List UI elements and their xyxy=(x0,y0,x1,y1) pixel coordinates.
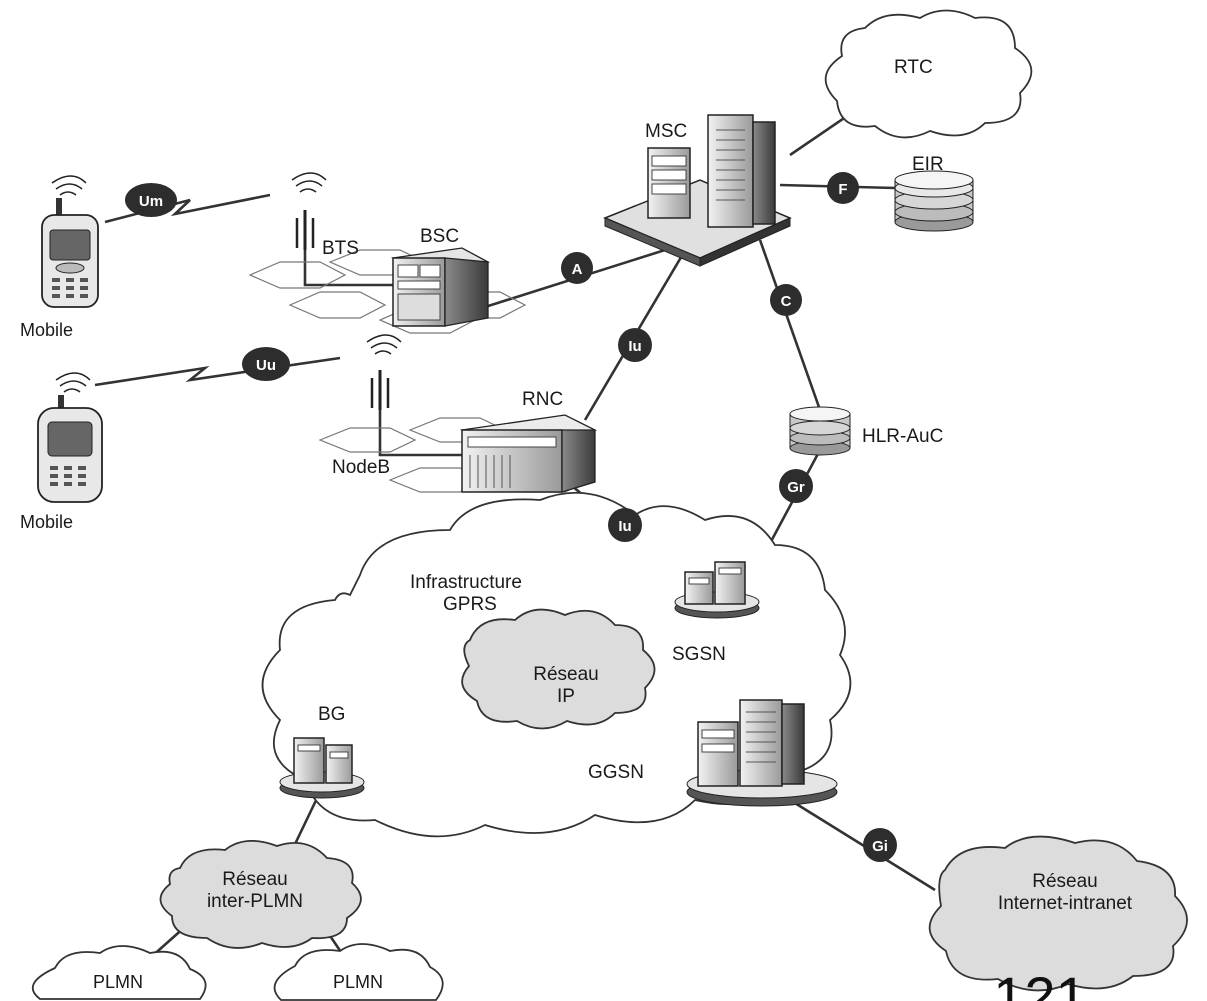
internet-intranet-cloud xyxy=(928,835,1188,992)
rnc-server xyxy=(459,414,598,493)
nodeb-antenna-icon xyxy=(366,334,402,410)
gprs-label-line2: GPRS xyxy=(443,594,497,615)
inter-plmn-label-line1: Réseau xyxy=(222,869,288,890)
eir-database-icon xyxy=(894,170,974,232)
sgsn-label: SGSN xyxy=(672,644,726,665)
internet-intranet-label-line2: Internet-intranet xyxy=(998,893,1133,914)
interface-gi-badge xyxy=(863,828,897,862)
plmn-left-label: PLMN xyxy=(93,972,143,992)
interface-f-label: F xyxy=(838,181,847,198)
inter-plmn-cloud xyxy=(159,840,362,949)
reseau-ip-cloud xyxy=(461,608,656,730)
plmn-right-cloud xyxy=(273,943,444,1001)
link-ggsn-internet xyxy=(789,798,936,892)
rtc-label: RTC xyxy=(894,57,933,78)
link-msc-hlr xyxy=(758,239,822,411)
bsc-label: BSC xyxy=(420,226,459,247)
bg-label: BG xyxy=(318,704,345,725)
nodeb-label: NodeB xyxy=(332,457,390,478)
interface-uu-badge xyxy=(242,347,290,381)
plmn-right-label: PLMN xyxy=(333,972,383,992)
interface-uu-label: Uu xyxy=(256,357,276,374)
gprs-label-line1: Infrastructure xyxy=(410,572,522,593)
interface-a-badge xyxy=(561,252,593,284)
interface-iu-top-badge xyxy=(618,328,652,362)
bts-label: BTS xyxy=(322,238,359,259)
ggsn-label: GGSN xyxy=(588,762,644,783)
interface-gr-label: Gr xyxy=(787,479,805,496)
radio-uu xyxy=(94,356,341,387)
interface-badges: Um Uu A F C Iu Gr Iu Gi xyxy=(125,172,897,862)
msc-switch xyxy=(603,114,792,267)
interface-c-label: C xyxy=(781,293,792,310)
hlr-auc-database-icon xyxy=(789,406,851,456)
interface-um-label: Um xyxy=(139,193,163,210)
mobile-bottom-label: Mobile xyxy=(20,512,73,532)
reseau-ip-label-line2: IP xyxy=(557,686,575,707)
rtc-cloud xyxy=(824,9,1033,139)
mobile-top-label: Mobile xyxy=(20,320,73,340)
bsc-server xyxy=(390,247,491,327)
mobile-phone-top-icon xyxy=(41,175,99,308)
inter-plmn-label-line2: inter-PLMN xyxy=(207,891,303,912)
plmn-left-cloud xyxy=(31,945,207,1000)
sgsn-router xyxy=(674,561,760,619)
interface-gr-badge xyxy=(779,469,813,503)
interface-c-badge xyxy=(770,284,802,316)
interface-iu-top-label: Iu xyxy=(628,338,641,355)
node-labels: RTC MSC EIR BTS BSC Mobile Mobile RNC No… xyxy=(20,57,1133,992)
msc-label: MSC xyxy=(645,121,687,142)
ggsn-router xyxy=(686,699,838,807)
interface-iu-bottom-label: Iu xyxy=(618,518,631,535)
link-nodeb-rnc xyxy=(378,410,462,457)
mobile-phone-bottom-icon xyxy=(37,372,103,503)
bg-router xyxy=(279,737,365,799)
hlr-auc-label: HLR-AuC xyxy=(862,426,943,447)
eir-label: EIR xyxy=(912,154,944,175)
interface-a-label: A xyxy=(572,261,583,278)
bts-antenna-icon xyxy=(291,172,327,250)
interface-um-badge xyxy=(125,183,177,217)
interface-f-badge xyxy=(827,172,859,204)
internet-intranet-label-line1: Réseau xyxy=(1032,871,1098,892)
interface-gi-label: Gi xyxy=(872,838,888,855)
page-number: 121 xyxy=(993,965,1086,1001)
interface-iu-bottom-badge xyxy=(608,508,642,542)
rnc-label: RNC xyxy=(522,389,563,410)
reseau-ip-label-line1: Réseau xyxy=(533,664,599,685)
